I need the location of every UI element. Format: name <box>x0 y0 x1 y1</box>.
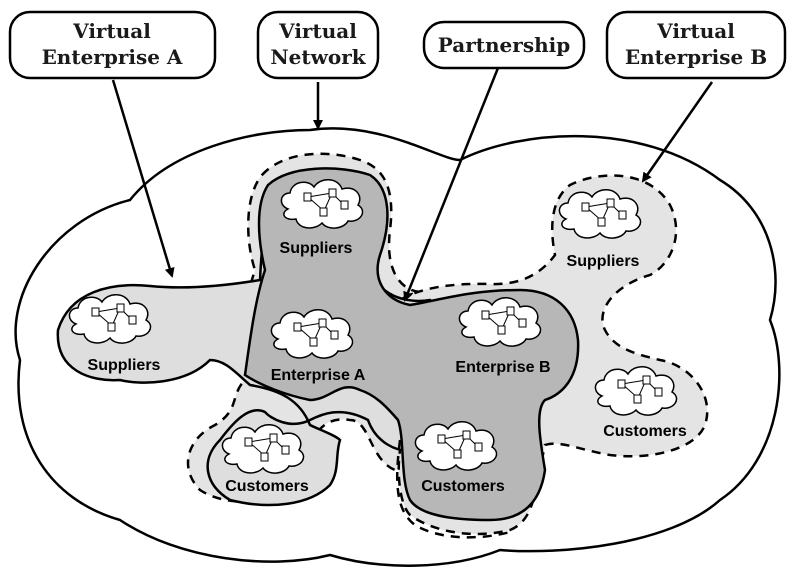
customers-label: Customers <box>421 478 505 495</box>
enterprise-b-customers-dashed <box>396 439 511 539</box>
suppliers-label: Suppliers <box>88 357 161 374</box>
callout-line: Enterprise A <box>42 45 183 69</box>
arrow-partnership <box>403 67 500 302</box>
suppliers-label: Suppliers <box>280 240 353 257</box>
partnership-region <box>243 167 580 522</box>
callout-line: Enterprise B <box>625 45 767 69</box>
enterprise-b-label: Enterprise B <box>455 359 550 376</box>
callout-line: Partnership <box>438 33 570 57</box>
callout-line: Virtual <box>656 19 735 43</box>
arrow-virtual-enterprise-b <box>641 81 714 183</box>
callout-virtual-network: Virtual Network <box>256 10 380 80</box>
callout-virtual-enterprise-a: Virtual Enterprise A <box>8 10 217 80</box>
callout-virtual-enterprise-b: Virtual Enterprise B <box>605 10 787 80</box>
enterprise-a-label: Enterprise A <box>271 367 366 384</box>
callout-line: Virtual <box>278 19 357 43</box>
callout-line: Virtual <box>72 19 151 43</box>
arrow-virtual-enterprise-a <box>111 79 175 278</box>
suppliers-label: Suppliers <box>567 253 640 270</box>
callout-partnership: Partnership <box>422 20 586 70</box>
customers-label: Customers <box>225 478 309 495</box>
customers-label: Customers <box>603 423 687 440</box>
callout-line: Network <box>270 45 366 69</box>
